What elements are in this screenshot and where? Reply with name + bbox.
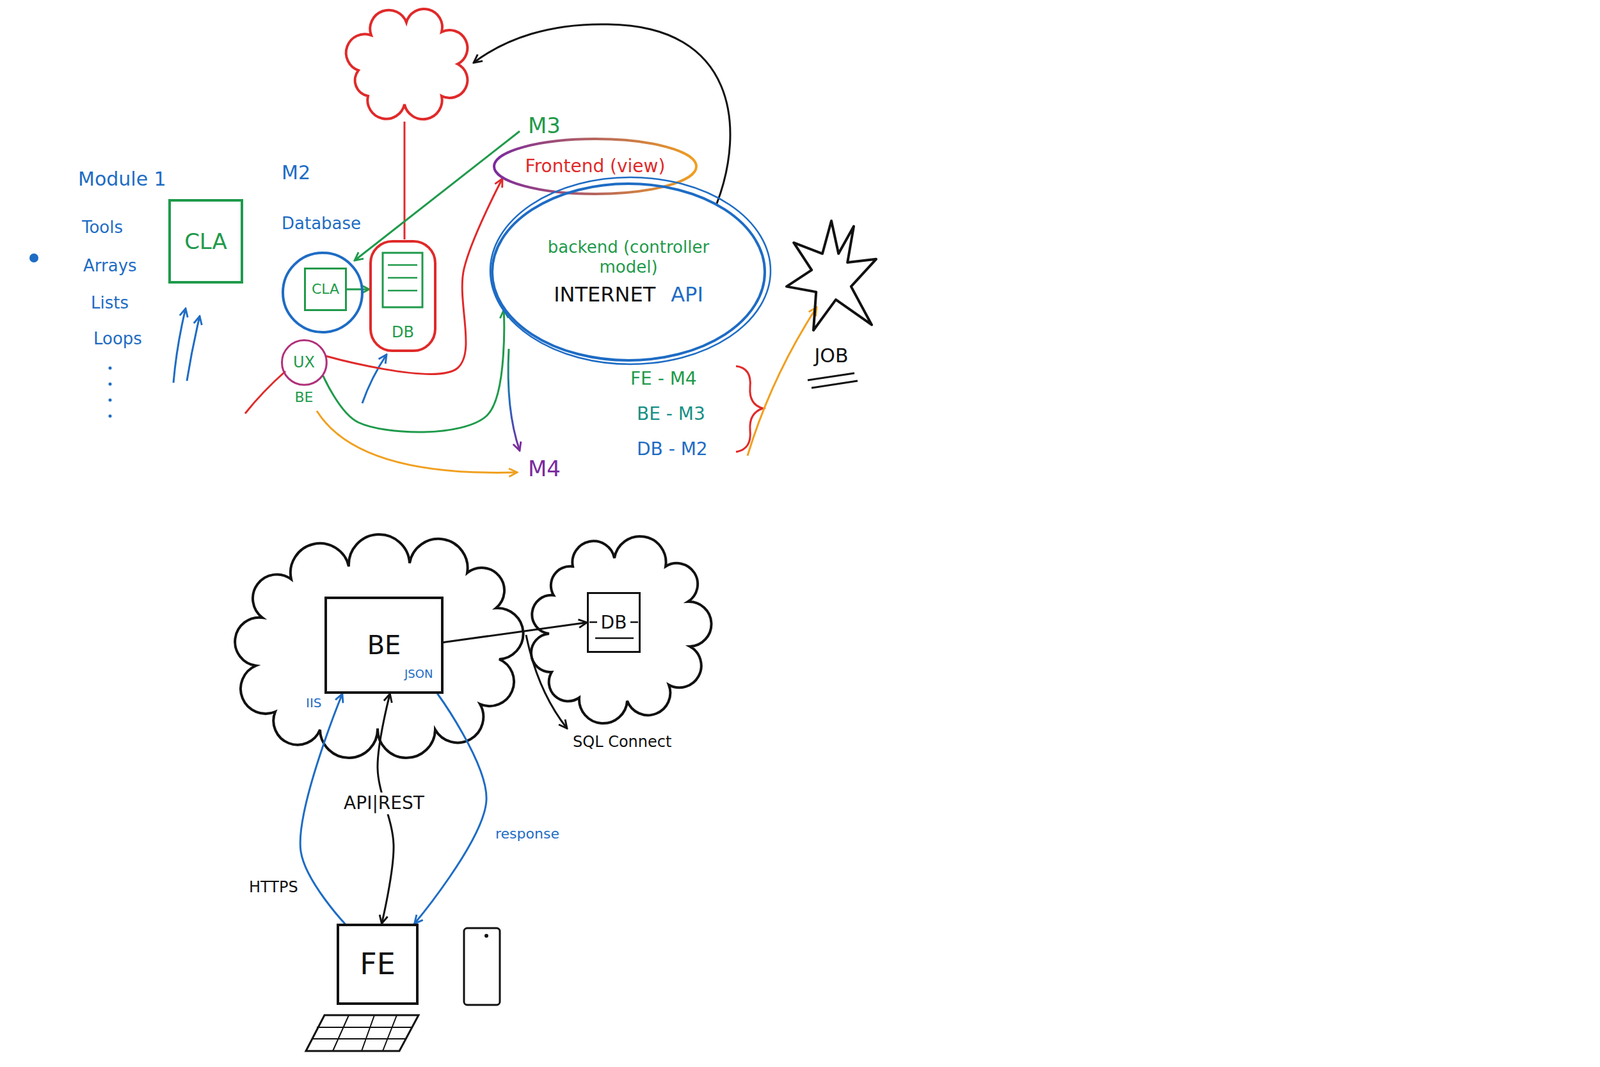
phone-outline [464,928,500,1005]
bullet-dot [29,253,39,263]
text-group: DB [600,611,628,634]
ux-circle: UXBE [280,339,328,386]
node-text: CLA [311,280,340,298]
cloud-outline [234,534,523,758]
node-text: Database [281,213,361,234]
text-group: FE [359,946,396,982]
ellipsis-dot [108,414,112,418]
red-stroke [245,371,286,414]
text-group: CLA [184,228,228,255]
module-heading: Module 1 [78,167,167,191]
ellipsis-dot [108,398,112,402]
box-border [588,593,640,653]
node-text: FE [359,946,396,982]
laptop-keyboard [305,1015,419,1051]
process-box: CLA [168,199,244,284]
node-text: INTERNET [553,282,656,307]
node-text: JOB [814,344,848,368]
cloud-arrow [473,24,731,204]
database-circle: DatabaseCLA [281,251,364,334]
box-border [337,924,418,1004]
ellipse-border [490,177,771,365]
module-arrow [354,131,520,261]
node-text: BE [294,389,313,406]
text-group: CLA [311,280,340,298]
curly-bracket [736,366,763,452]
database-icon-lines [387,264,418,291]
node-text: Frontend (view) [525,155,666,178]
module-label: M2 [281,161,311,185]
box-border [325,597,443,693]
connector [323,309,505,432]
star-burst [786,220,877,331]
node-text: API [670,282,704,307]
ellipse-border [282,252,363,333]
database-box: DB [369,240,437,352]
job-star: JOB [785,219,878,332]
mapping-note: DB - M2 [636,438,708,461]
ellipsis-dot [108,382,112,386]
module-label: M3 [528,112,561,139]
node-text: BE [367,629,402,661]
connector [443,622,587,643]
node-outline [785,219,878,332]
text-group: BE [367,629,402,661]
node-text: CLA [184,228,228,255]
topic-item: Lists [90,293,129,313]
ellipse-border [281,339,327,385]
text-group: backend (controller model) INTERNET API [519,237,738,308]
text-group: Frontend (view) [525,155,666,178]
connection-label: SQL Connect [572,732,672,752]
backend-ellipse: backend (controller model) INTERNET API [490,182,767,362]
edge-label: HTTPS [246,878,301,897]
ellipse-border [492,183,765,361]
up-arrow [173,308,186,383]
mapping-note: FE - M4 [630,368,697,390]
server-label: IIS [305,695,322,711]
topic-item: Loops [93,328,143,349]
module-label: M4 [528,455,561,482]
node-text: backend (controller model) [519,237,738,278]
topic-item: Tools [81,217,123,238]
text-group: UX [293,353,315,372]
database-icon [382,252,423,308]
node-text: DB [600,611,628,634]
cloud-outline [346,8,468,120]
cloud-outline [531,536,712,724]
node-text: DB [391,323,415,342]
module-arrow [508,348,520,451]
box-border [370,241,436,351]
topic-item: Arrays [83,256,137,276]
process-box: CLA [304,267,347,312]
up-arrow [362,354,387,404]
underline [807,373,858,388]
connector [300,693,345,924]
format-label: JSON [404,666,433,681]
node-text: UX [293,353,315,372]
connector [346,288,370,291]
connector [326,178,503,374]
mapping-note: BE - M3 [636,403,706,425]
edge-label: response [492,825,562,843]
phone-camera [484,933,489,938]
keyboard-keys [312,1015,413,1051]
laptop-screen: FE [336,923,419,1005]
database-box: DB [586,592,641,653]
ellipsis-dot [108,366,112,370]
text-group: DB [391,323,415,342]
up-arrow [186,316,200,381]
box-border [169,200,242,283]
edge-label: API|REST [341,792,427,815]
goal-arrow [747,307,817,456]
module-arrow [316,410,518,473]
box-border [305,268,347,311]
leader-arrow [526,634,568,729]
